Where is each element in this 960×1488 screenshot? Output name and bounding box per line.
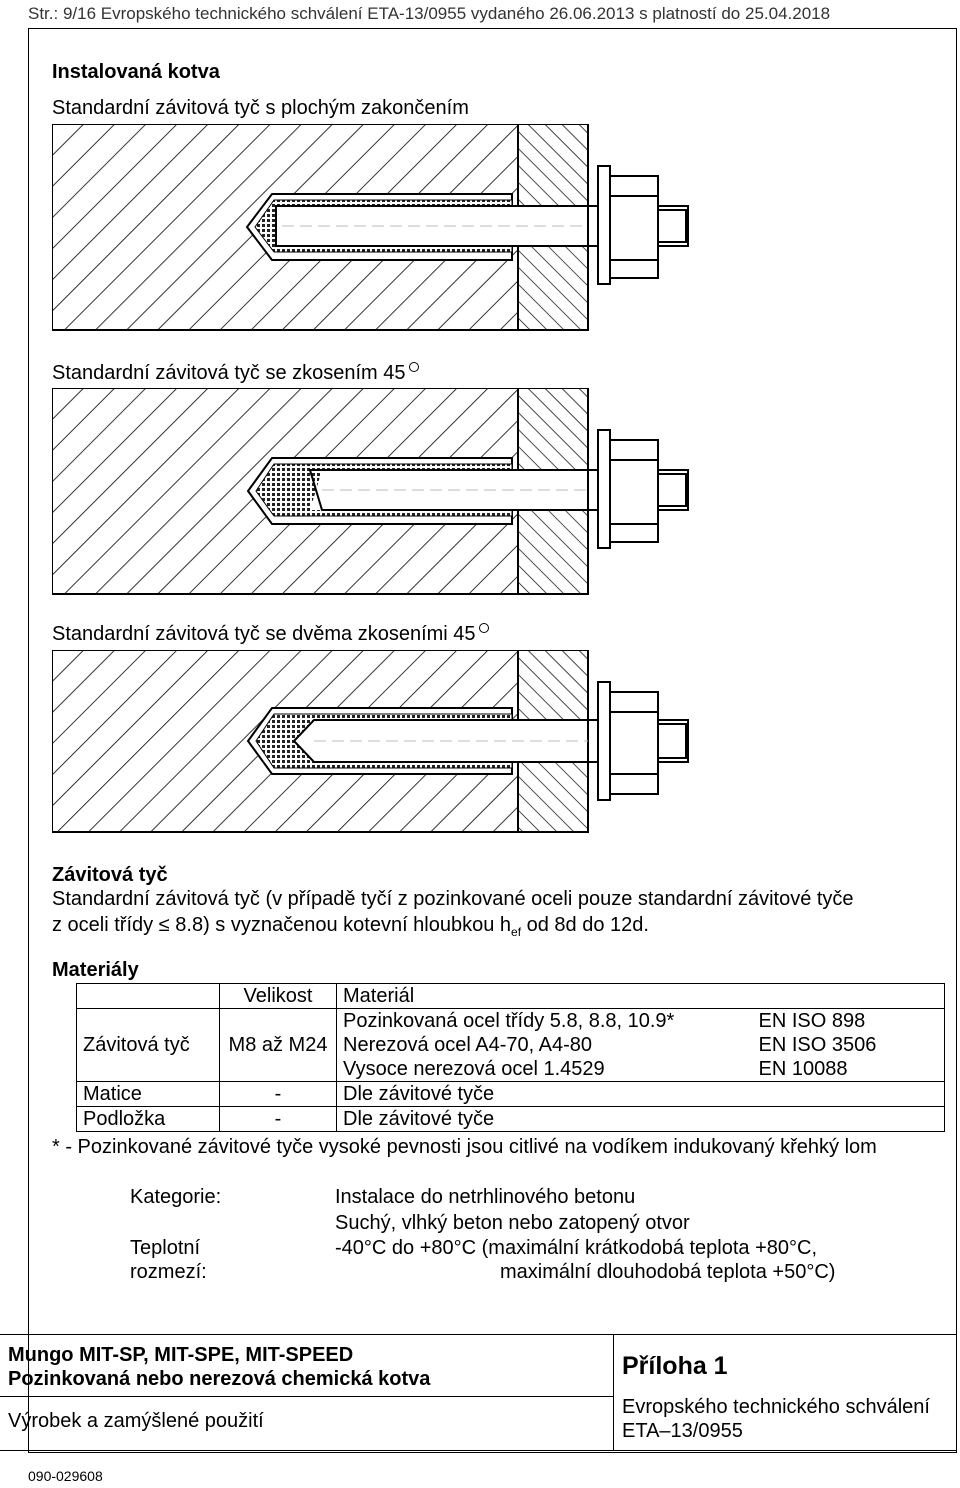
document-number: 090-029608 — [28, 1468, 103, 1484]
material-norm: EN ISO 898 — [758, 1010, 866, 1032]
materials-title: Materiály — [52, 959, 139, 981]
content-frame — [28, 28, 957, 1453]
anchor-diagram-45-bevel — [52, 388, 689, 595]
footer-approval: Evropského technického schválení — [622, 1396, 930, 1418]
temp-range-line1: -40°C do +80°C (maximální krátkodobá tep… — [335, 1237, 818, 1259]
washer-row-size: - — [219, 1106, 337, 1132]
footer-usage: Výrobek a zamýšlené použití — [8, 1410, 264, 1432]
rod-row-materials: Pozinkovaná ocel třídy 5.8, 8.8, 10.9* N… — [336, 1008, 753, 1082]
material-name: Nerezová ocel A4-70, A4-80 — [343, 1034, 593, 1056]
category-line1: Instalace do netrhlinového betonu — [335, 1186, 636, 1208]
materials-footnote: * - Pozinkované závitové tyče vysoké pev… — [52, 1136, 877, 1158]
nut-row-size: - — [219, 1081, 337, 1107]
materials-table: Velikost Materiál Závitová tyč M8 až M24… — [76, 983, 945, 1132]
table-cell — [76, 983, 220, 1009]
material-header: Materiál — [336, 983, 753, 1009]
rod-title: Závitová tyč — [52, 864, 168, 886]
rod-row-norms: EN ISO 898 EN ISO 3506 EN 10088 — [752, 1008, 945, 1082]
degree-icon — [408, 362, 419, 372]
temp-label-line2: rozmezí: — [130, 1261, 207, 1283]
page-header: Str.: 9/16 Evropského technického schvál… — [28, 4, 831, 23]
anchor-diagram-double-45-bevel — [52, 650, 689, 833]
nut-row-label: Matice — [76, 1081, 220, 1107]
material-name: Vysoce nerezová ocel 1.4529 — [343, 1058, 605, 1080]
footer-annex: Příloha 1 — [622, 1352, 728, 1380]
washer-row-material: Dle závitové tyče — [336, 1106, 945, 1132]
table-header-row: Velikost Materiál — [76, 983, 945, 1009]
footer-annex-box — [613, 1334, 957, 1451]
temp-range-line2: maximální dlouhodobá teplota +50°C) — [500, 1261, 836, 1283]
rod-desc-line1: Standardní závitová tyč (v případě tyčí … — [52, 888, 854, 910]
diagram2-caption: Standardní závitová tyč se zkosením 45 — [52, 362, 419, 385]
diagram3-caption: Standardní závitová tyč se dvěma zkosení… — [52, 623, 489, 646]
rod-desc-line2: z oceli třídy ≤ 8.8) s vyznačenou kotevn… — [52, 914, 649, 939]
material-norm: EN ISO 3506 — [758, 1034, 877, 1056]
anchor-diagram-flat-end — [52, 124, 689, 331]
category-line2: Suchý, vlhký beton nebo zatopený otvor — [335, 1212, 690, 1234]
temp-label-line1: Teplotní — [130, 1237, 201, 1259]
material-norm: EN 10088 — [758, 1058, 848, 1080]
size-header: Velikost — [219, 983, 337, 1009]
degree-icon — [478, 623, 489, 633]
footer-eta: ETA–13/0955 — [622, 1420, 743, 1442]
table-cell — [752, 983, 945, 1009]
diagram1-caption: Standardní závitová tyč s plochým zakonč… — [52, 97, 469, 119]
table-row: Závitová tyč M8 až M24 Pozinkovaná ocel … — [76, 1008, 945, 1082]
rod-row-size: M8 až M24 — [219, 1008, 337, 1082]
material-name: Pozinkovaná ocel třídy 5.8, 8.8, 10.9* — [343, 1010, 675, 1032]
less-equal-symbol: ≤ — [158, 914, 170, 936]
footer-product-desc: Pozinkovaná nebo nerezová chemická kotva — [8, 1368, 431, 1390]
nut-row-material: Dle závitové tyče — [336, 1081, 945, 1107]
table-row: Matice - Dle závitové tyče — [76, 1081, 945, 1107]
footer-product: Mungo MIT-SP, MIT-SPE, MIT-SPEED — [8, 1344, 354, 1366]
category-label: Kategorie: — [130, 1186, 222, 1208]
rod-row-label: Závitová tyč — [76, 1008, 220, 1082]
table-row: Podložka - Dle závitové tyče — [76, 1106, 945, 1132]
installed-anchor-title: Instalovaná kotva — [52, 61, 220, 83]
washer-row-label: Podložka — [76, 1106, 220, 1132]
footer-divider — [0, 1396, 614, 1397]
